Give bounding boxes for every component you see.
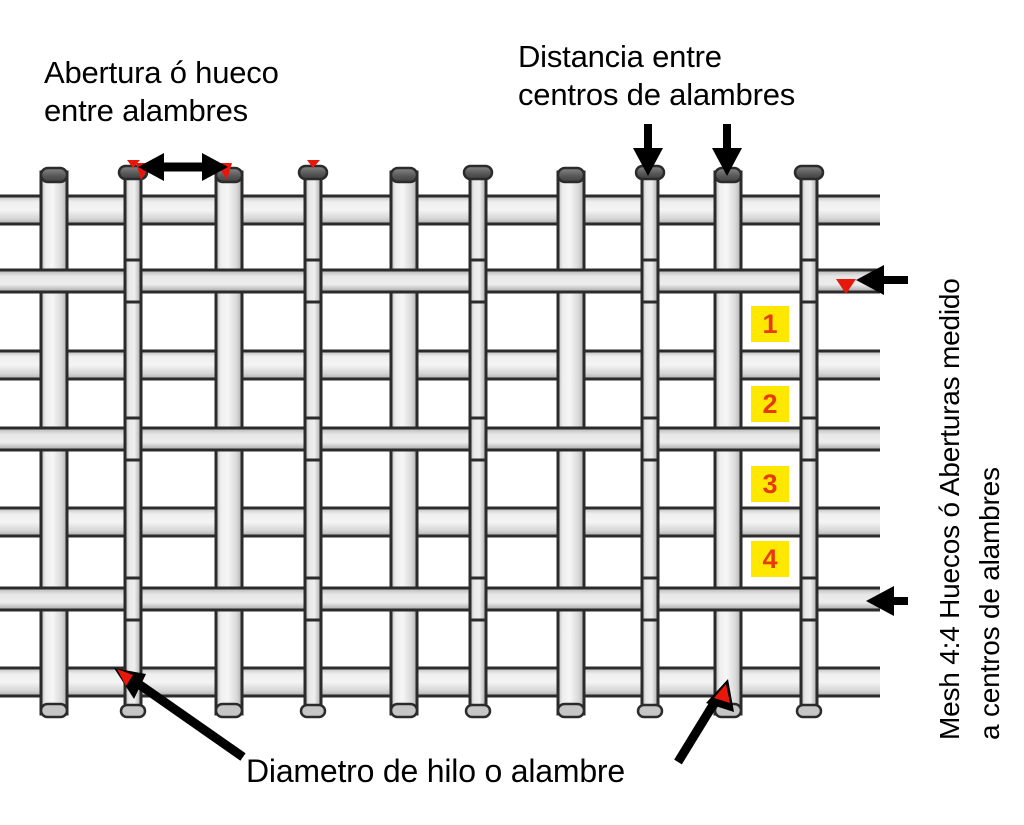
- wire-end-caps-bottom: [39, 702, 823, 719]
- aperture-label: Abertura ó hueco entre alambres: [44, 55, 279, 128]
- horizontal-wires-weave-front: [0, 268, 880, 612]
- wire-end-caps-top: [39, 164, 825, 184]
- opening-counter-1: 1: [748, 303, 792, 345]
- wire-diameter-label: Diametro de hilo o alambre: [246, 753, 625, 789]
- wire-mesh-illustration: [0, 160, 880, 730]
- mesh-count-label: Mesh 4:4 Huecos ó Aberturas medido a cen…: [934, 278, 1005, 740]
- opening-counter-3: 3: [748, 463, 792, 505]
- opening-counter-2: 2: [748, 383, 792, 425]
- center-distance-label: Distancia entre centros de alambres: [518, 39, 796, 112]
- opening-counter-4: 4: [748, 538, 792, 580]
- vertical-wires-thin-overlap: [123, 258, 819, 622]
- mesh-svg: [0, 164, 880, 719]
